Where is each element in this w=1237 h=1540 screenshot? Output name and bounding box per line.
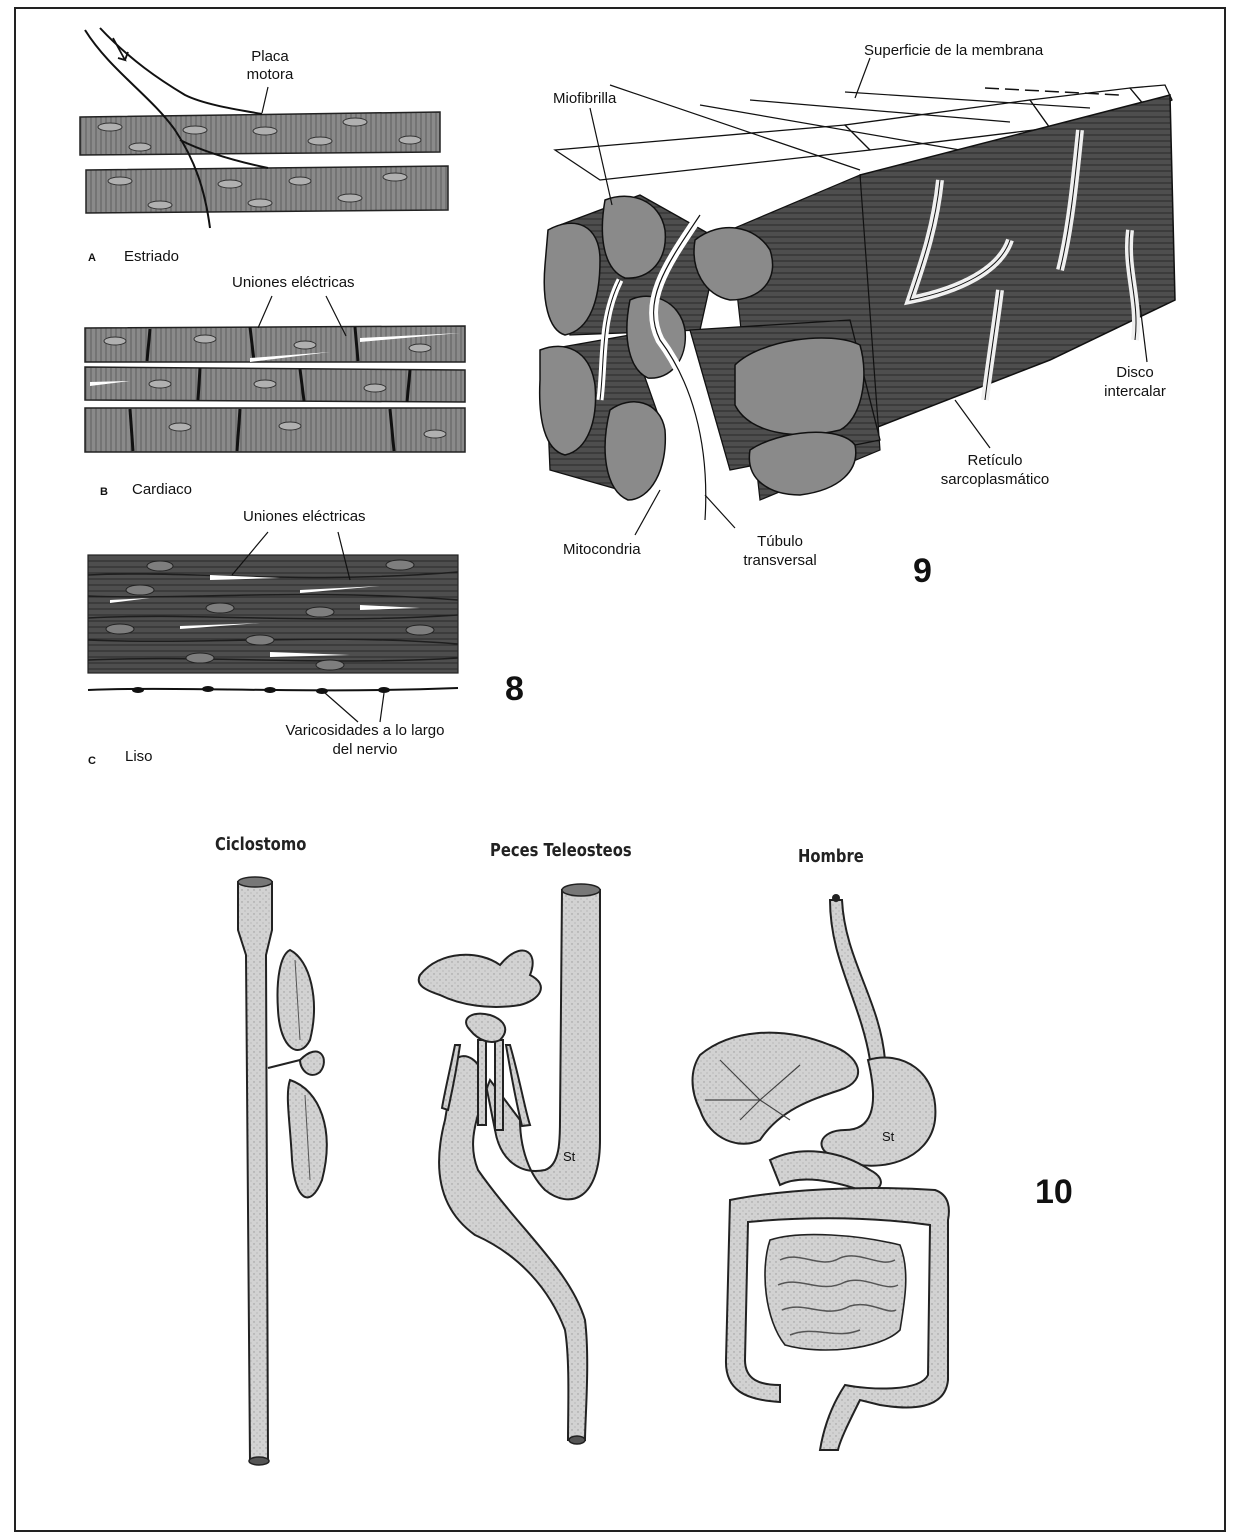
figure-number-10: 10 xyxy=(1035,1173,1073,1212)
label-varicosidades-1: Varicosidades a lo largo xyxy=(270,722,460,740)
panel-title-liso: Liso xyxy=(125,748,153,765)
fig8b-cardiac-fibers xyxy=(85,296,465,452)
panel-letter-b: B xyxy=(100,486,108,498)
label-reticulo-2: sarcoplasmático xyxy=(925,471,1065,489)
fig8c-smooth-fibers xyxy=(88,532,458,722)
panel-letter-c: C xyxy=(88,755,96,767)
figure-number-8: 8 xyxy=(505,670,524,709)
figure-number-9: 9 xyxy=(913,552,932,591)
label-disco-1: Disco xyxy=(1095,364,1175,382)
label-mitocondria: Mitocondria xyxy=(563,541,641,559)
label-uniones-electricas-cardiac: Uniones eléctricas xyxy=(232,274,355,292)
fig10-human-gut xyxy=(693,894,949,1450)
label-miofibrilla: Miofibrilla xyxy=(553,90,616,108)
label-ciclostomo: Ciclostomo xyxy=(215,834,306,855)
label-peces-teleosteos: Peces Teleosteos xyxy=(490,840,632,861)
label-placa-motora-2: motora xyxy=(240,66,300,84)
label-tubulo-2: transversal xyxy=(730,552,830,570)
label-st-human: St xyxy=(882,1128,894,1146)
fig10-cyclostome-gut xyxy=(238,877,327,1465)
label-st-fish: St xyxy=(563,1148,575,1166)
label-hombre: Hombre xyxy=(798,846,864,867)
panel-title-cardiaco: Cardiaco xyxy=(132,481,192,498)
label-reticulo-1: Retículo xyxy=(925,452,1065,470)
label-superficie-membrana: Superficie de la membrana xyxy=(864,42,1043,60)
label-placa-motora-1: Placa xyxy=(240,48,300,66)
panel-title-estriado: Estriado xyxy=(124,248,179,265)
label-uniones-electricas-smooth: Uniones eléctricas xyxy=(243,508,366,526)
label-varicosidades-2: del nervio xyxy=(270,741,460,759)
panel-letter-a: A xyxy=(88,252,96,264)
label-disco-2: intercalar xyxy=(1095,383,1175,401)
label-tubulo-1: Túbulo xyxy=(730,533,830,551)
fig9-cardiac-muscle-block xyxy=(540,58,1175,535)
